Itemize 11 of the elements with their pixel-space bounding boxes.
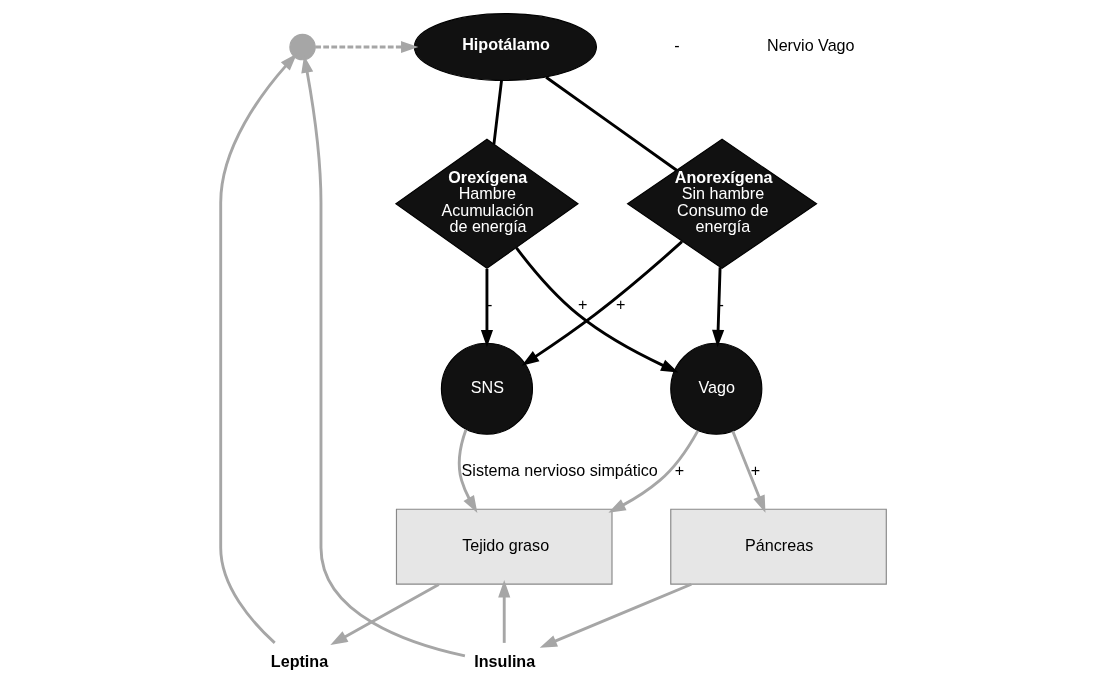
edge-label: Sistema nervioso simpático bbox=[461, 460, 658, 479]
edge-label: + bbox=[616, 294, 626, 313]
edge-label: + bbox=[674, 460, 685, 479]
label: - bbox=[674, 35, 680, 54]
edge-label: - bbox=[718, 294, 724, 313]
node-text: Insulina bbox=[474, 651, 536, 670]
edge-label: + bbox=[750, 460, 761, 479]
edge-label: + bbox=[577, 294, 588, 313]
edge-label: - bbox=[486, 294, 493, 313]
node-text: Leptina bbox=[270, 651, 329, 670]
label: Nervio Vago bbox=[767, 35, 855, 54]
